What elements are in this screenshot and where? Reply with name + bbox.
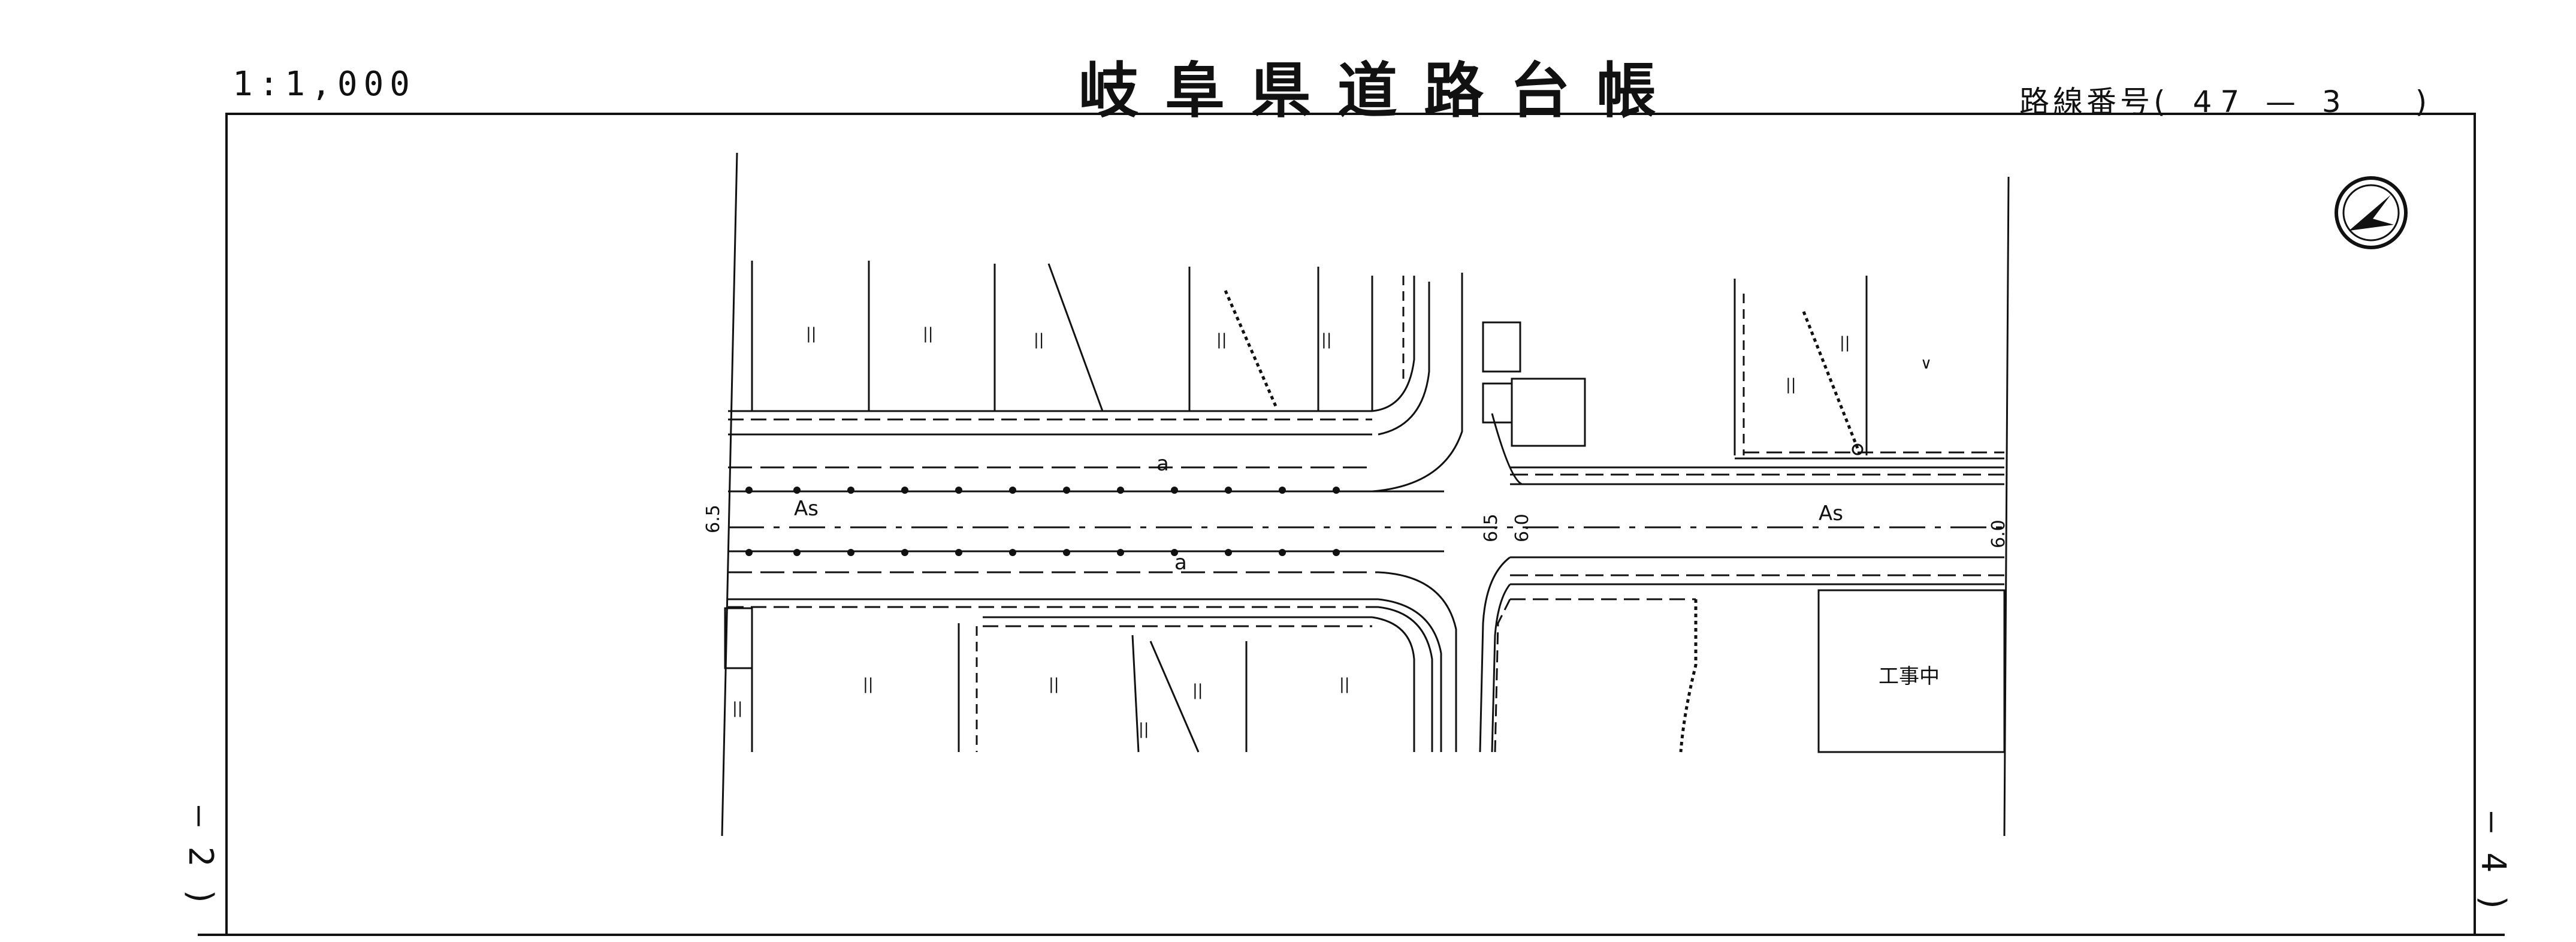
land-mark: || xyxy=(1840,334,1850,352)
sidewalk-label: a xyxy=(1156,452,1169,476)
north-arrow-icon xyxy=(2335,176,2408,249)
building-3 xyxy=(1511,378,1586,447)
road-south-edges xyxy=(728,550,2004,608)
land-mark: || xyxy=(1192,681,1203,699)
road-dots-south xyxy=(745,549,1340,556)
extent-line-left xyxy=(721,152,738,837)
building-2 xyxy=(1482,382,1513,424)
pavement-label: As xyxy=(1819,502,1843,526)
land-mark: || xyxy=(1138,720,1149,738)
road-north-edges xyxy=(728,410,2004,493)
construction-label: 工事中 xyxy=(1879,665,1940,689)
road-width-label: 6.5 xyxy=(1481,514,1502,542)
north-arrow-pointer xyxy=(2349,195,2394,231)
north-parcels xyxy=(751,261,2004,460)
building-1 xyxy=(1482,321,1521,373)
land-mark: || xyxy=(1049,675,1059,693)
left-sheet-number: — 2 ) xyxy=(181,806,220,907)
land-mark: || xyxy=(1339,675,1350,693)
road-width-label: 6.0 xyxy=(1512,514,1533,542)
land-mark: || xyxy=(1034,331,1044,349)
map-frame xyxy=(225,113,2476,935)
road-width-label: 6.0 xyxy=(1988,520,2009,548)
land-mark: || xyxy=(1321,331,1332,349)
land-mark: ∨ xyxy=(1920,355,1932,373)
land-mark: || xyxy=(863,675,874,693)
intersection-curves xyxy=(1372,273,1523,753)
south-parcels xyxy=(724,589,2006,753)
land-mark: || xyxy=(1786,376,1796,394)
route-number-close: ) xyxy=(2415,84,2431,119)
land-mark: || xyxy=(1216,331,1227,349)
map-scale: 1:1,000 xyxy=(232,65,416,104)
right-sheet-number: — 4 ) xyxy=(2474,812,2512,913)
land-mark: || xyxy=(923,325,934,343)
land-mark: || xyxy=(806,325,817,343)
road-width-label: 6.5 xyxy=(703,505,724,533)
land-mark: || xyxy=(732,699,743,717)
sidewalk-label: a xyxy=(1174,551,1187,575)
road-dots-north xyxy=(745,487,1340,494)
pavement-label: As xyxy=(794,497,819,521)
